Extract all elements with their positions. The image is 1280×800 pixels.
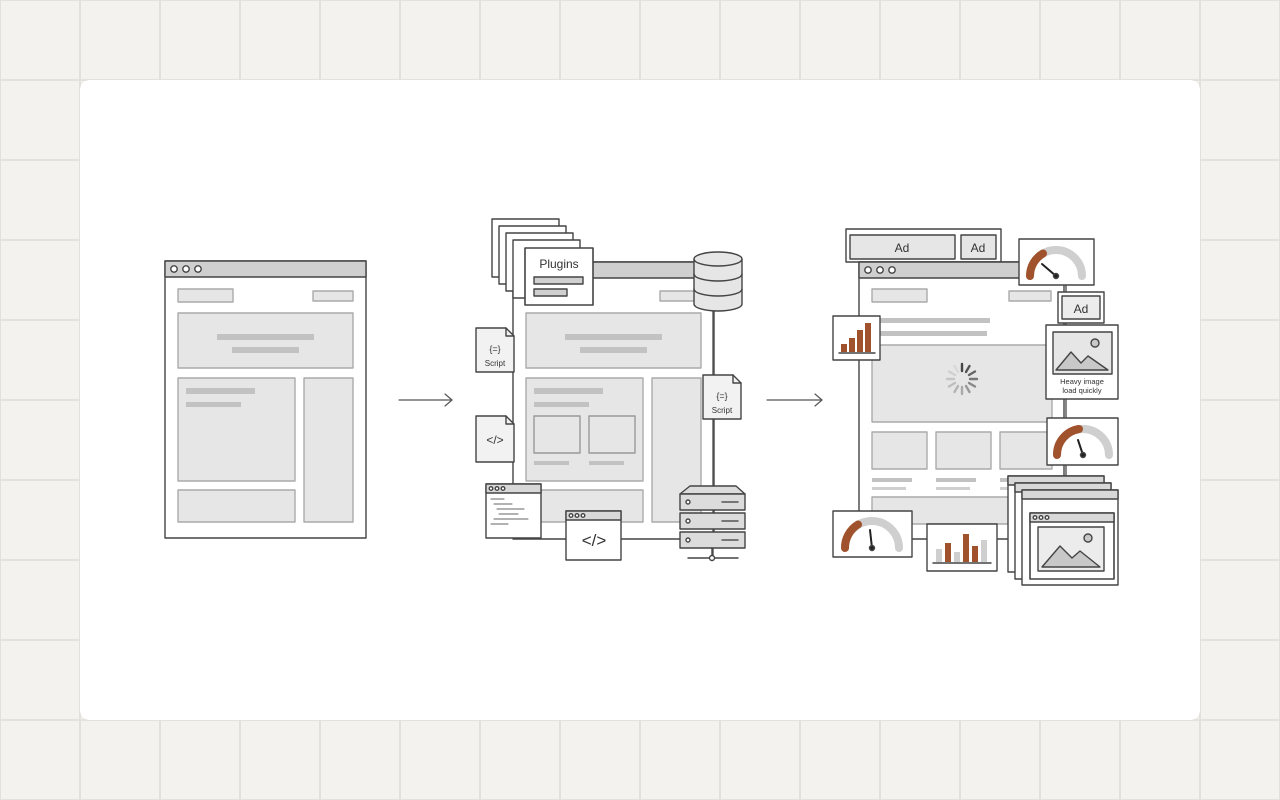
stage-bloated-page: Ad Ad: [832, 228, 1119, 586]
footer-block: [177, 489, 296, 523]
server-icon: [679, 485, 746, 562]
heavy-image-card: Heavy image load quickly: [1045, 324, 1119, 400]
arrow-right-icon: [766, 393, 823, 407]
stage-plugins-and-scripts: Plugins {=} Script </> {=}: [475, 218, 746, 562]
code-window: </>: [565, 510, 622, 561]
svg-text:</>: </>: [486, 433, 503, 447]
bar-chart-icon: [832, 315, 881, 361]
ad-small-box: Ad: [1057, 291, 1105, 324]
window-dot-icon: [888, 266, 896, 274]
speed-gauge-icon: [1018, 238, 1095, 286]
ad-label: Ad: [895, 241, 910, 255]
heavy-image-subtitle: load quickly: [1062, 386, 1101, 395]
database-icon: [693, 251, 743, 312]
code-editor-window: [485, 483, 542, 539]
svg-text:</>: </>: [582, 531, 607, 550]
plugin-stack: Plugins: [491, 218, 594, 306]
hero-block: [177, 312, 354, 369]
ad-banner: Ad Ad: [845, 228, 1002, 263]
script-label-right: Script: [712, 406, 733, 415]
ad-label: Ad: [1074, 302, 1089, 316]
window-dot-icon: [876, 266, 884, 274]
ad-label: Ad: [971, 241, 986, 255]
loading-spinner-icon: [945, 362, 979, 396]
stage-simple-page: [164, 260, 367, 539]
image-window-stack: [1007, 475, 1119, 586]
content-block: [177, 377, 296, 482]
loading-area: [871, 344, 1053, 423]
svg-text:{=}: {=}: [489, 344, 500, 354]
speed-gauge-icon: [832, 510, 913, 558]
window-dot-icon: [194, 265, 202, 273]
speed-gauge-icon: [1046, 417, 1119, 466]
script-file-icon-right: {=} Script: [702, 374, 742, 420]
code-file-icon: </>: [475, 415, 515, 463]
window-dot-icon: [864, 266, 872, 274]
window-dot-icon: [170, 265, 178, 273]
script-file-icon: {=} Script: [475, 327, 515, 373]
bar-chart-icon: [926, 523, 998, 572]
script-label-left: Script: [485, 359, 506, 368]
heavy-image-title: Heavy image: [1060, 377, 1104, 386]
window-dot-icon: [182, 265, 190, 273]
plugins-label: Plugins: [539, 257, 578, 271]
arrow-right-icon: [398, 393, 453, 407]
sidebar-block: [303, 377, 354, 523]
svg-text:{=}: {=}: [716, 391, 727, 401]
